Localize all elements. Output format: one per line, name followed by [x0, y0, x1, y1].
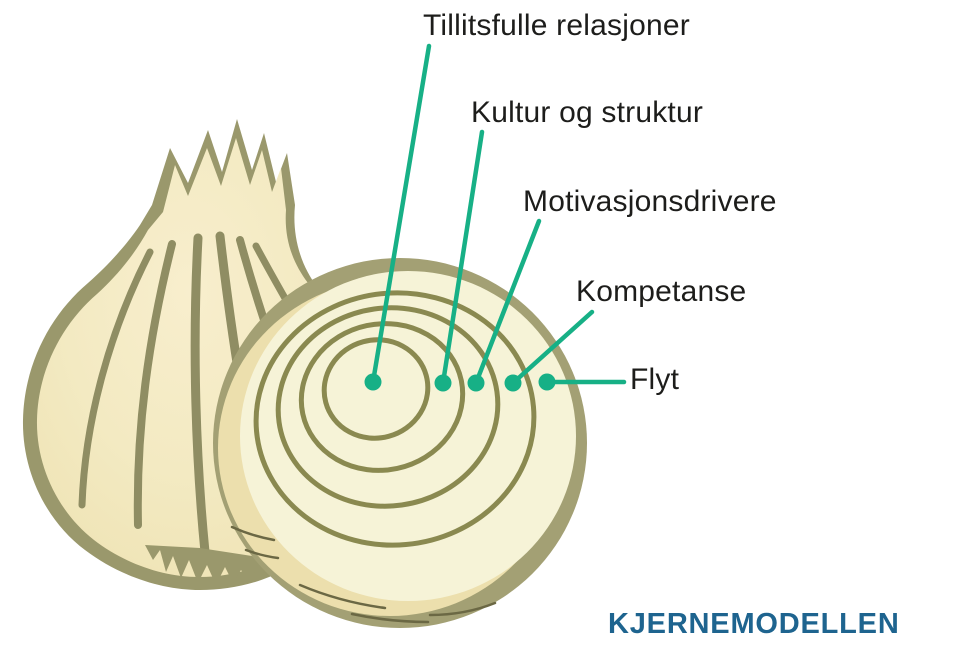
label-tillitsfulle-relasjoner: Tillitsfulle relasjoner — [423, 9, 690, 42]
leader-line-kompetanse — [510, 309, 595, 386]
label-kultur-og-struktur: Kultur og struktur — [471, 96, 704, 129]
dot-kultur — [434, 374, 452, 392]
label-motivasjonsdrivere: Motivasjonsdrivere — [523, 185, 777, 218]
leader-line-motivasjon — [473, 218, 542, 386]
leader-line-tillitsfulle — [370, 43, 432, 385]
brand-title: KJERNEMODELLEN — [608, 608, 900, 640]
onion-ring-3 — [275, 305, 501, 509]
leader-dots — [364, 373, 556, 392]
dot-motivasjon — [467, 374, 485, 392]
onion-rings — [253, 290, 537, 548]
dot-flyt — [538, 373, 556, 391]
onion-ring-4 — [253, 290, 537, 548]
onion-roots — [145, 545, 266, 585]
dot-kompetanse — [504, 374, 522, 392]
onion-half — [213, 258, 587, 628]
leader-lines — [370, 43, 627, 386]
onion-ring-2 — [298, 321, 466, 473]
onion-cut-face — [240, 271, 576, 601]
dot-tillitsfulle — [364, 373, 382, 391]
label-kompetanse: Kompetanse — [576, 275, 747, 308]
onion-scale-streaks — [230, 525, 497, 624]
label-flyt: Flyt — [630, 363, 680, 396]
onion-ring-1 — [321, 337, 431, 441]
leader-line-kultur — [440, 129, 485, 386]
